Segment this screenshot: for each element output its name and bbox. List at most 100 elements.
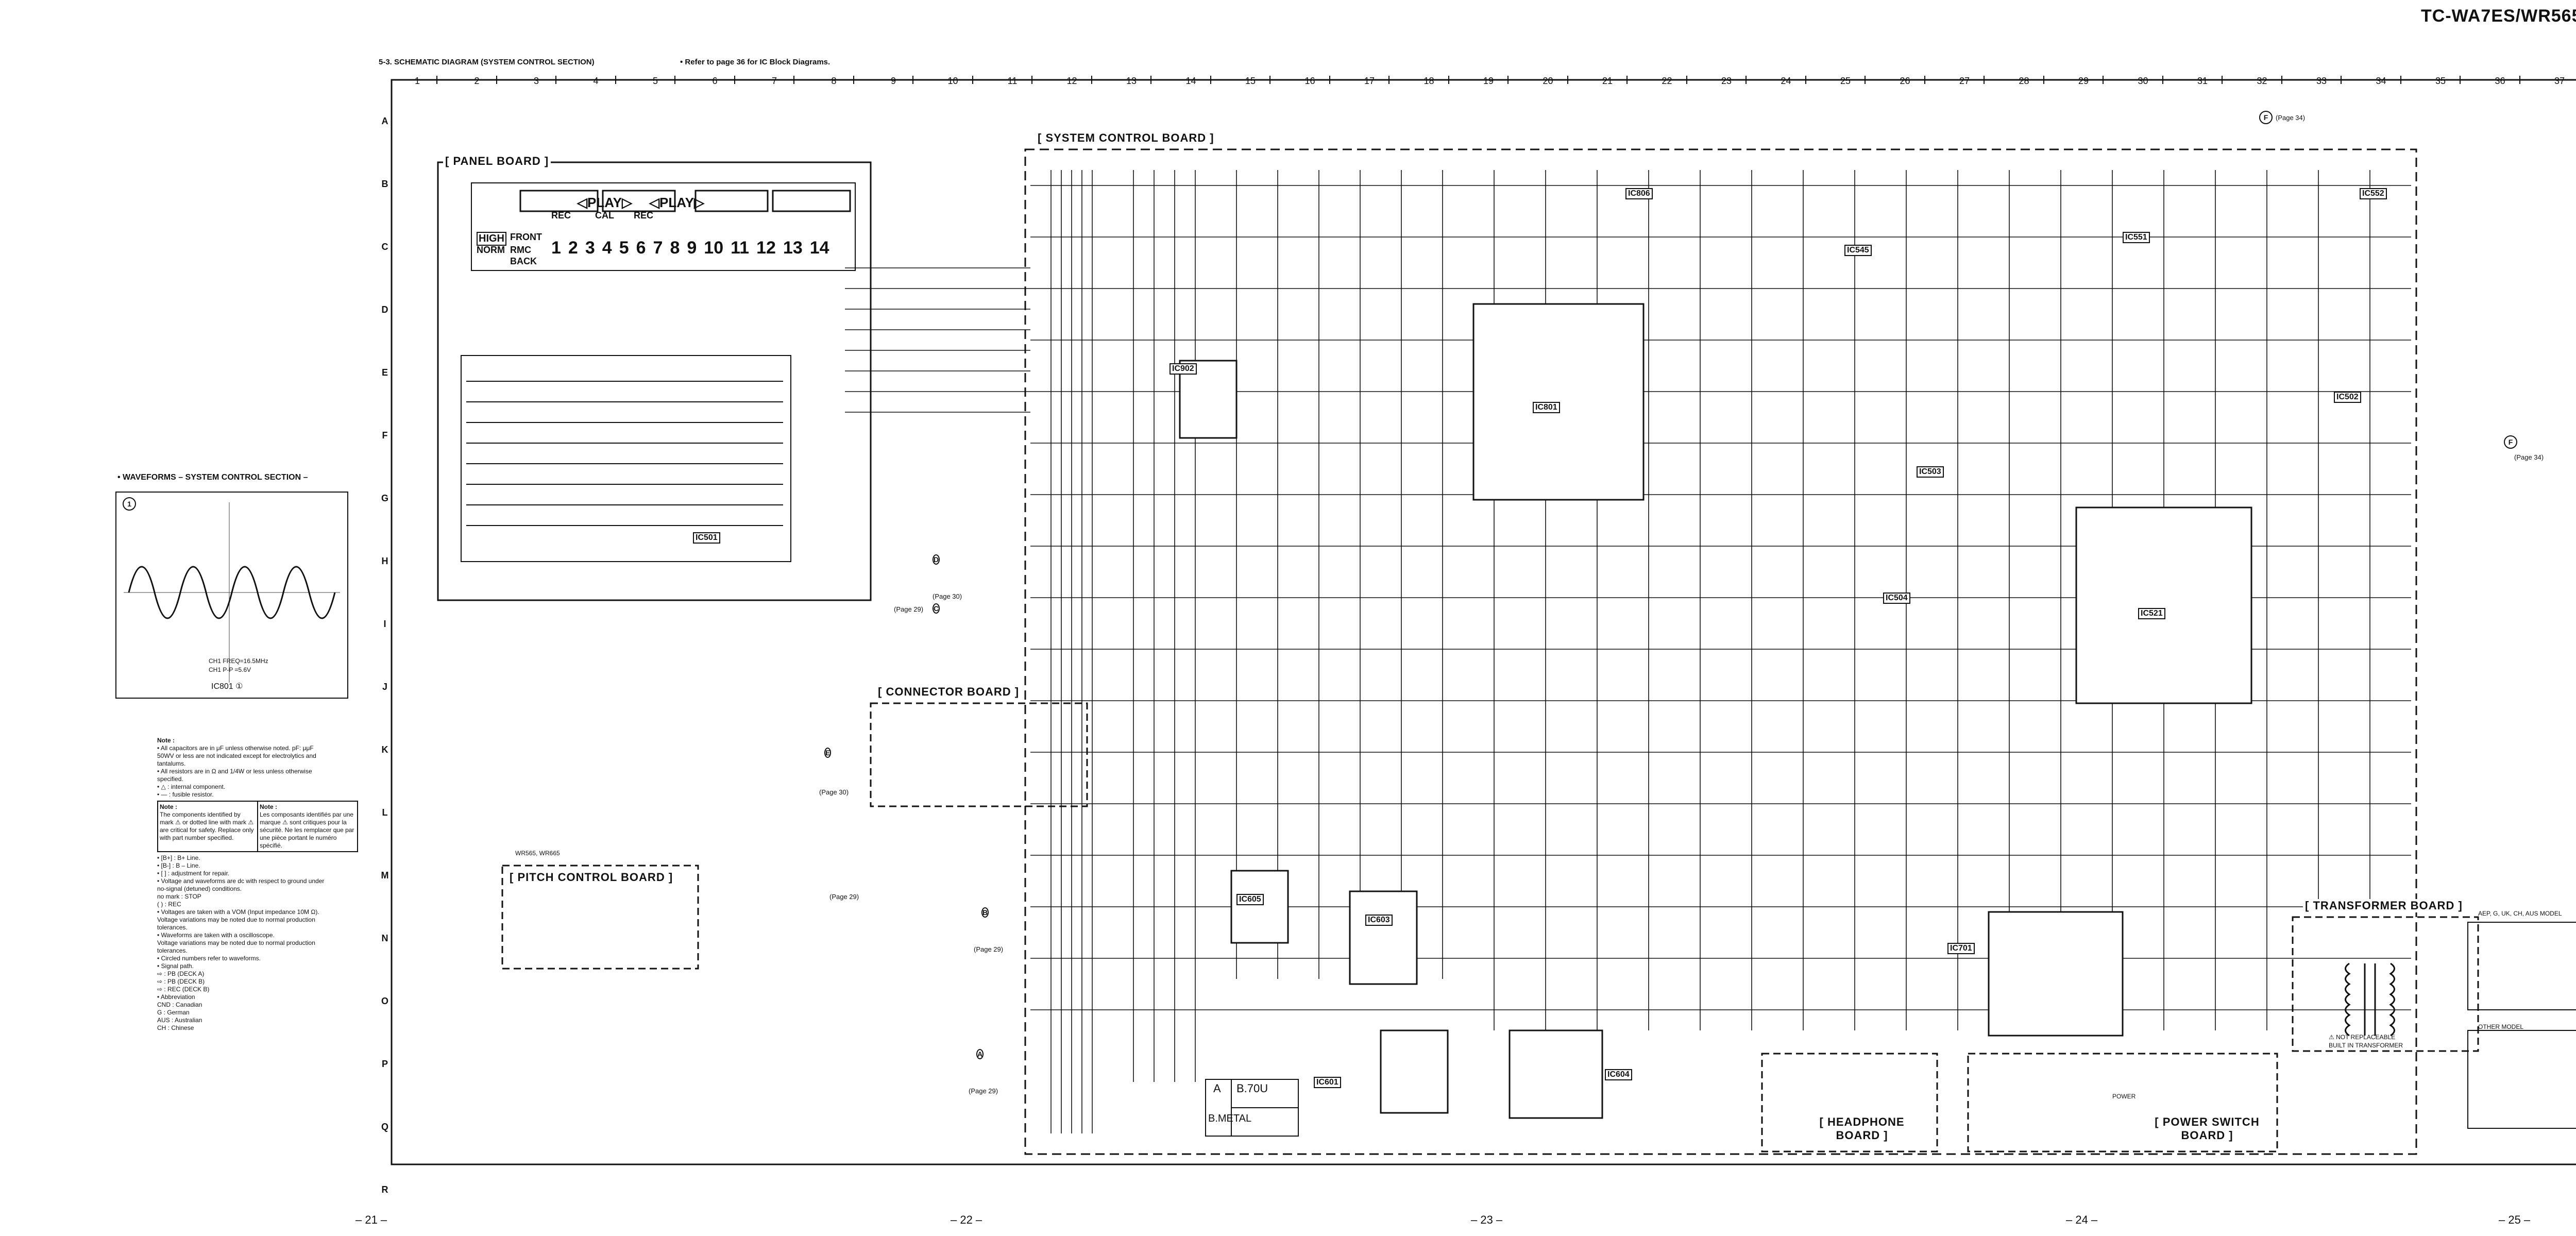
note-line: ⇨ : REC (DECK B) (157, 986, 210, 993)
connector-ref-a-page: (Page 29) (969, 1087, 998, 1095)
note-line: • Waveforms are taken with a oscilloscop… (157, 932, 275, 939)
column-number: 8 (831, 76, 837, 86)
display-track-number: 3 (585, 238, 595, 258)
model-title: TC-WA7ES/WR565/WR665S (2421, 6, 2576, 26)
wr565-label-panel: WR565, WR665 (515, 850, 560, 857)
note-line: CND : Canadian (157, 1001, 202, 1008)
transformer-board-title: [ TRANSFORMER BOARD ] (2303, 899, 2465, 912)
display-track-number: 12 (756, 238, 776, 258)
page-number-23: – 23 – (1471, 1213, 1503, 1226)
display-rec-b: REC (634, 210, 654, 221)
display-track-number: 2 (568, 238, 578, 258)
row-letter: G (381, 493, 388, 503)
safety-note-boxes: Note : The components identified by mark… (157, 801, 358, 852)
notes-lines: • All capacitors are in μF unless otherw… (157, 744, 358, 799)
note-line: ( ) : REC (157, 901, 181, 908)
notes-lines-2: • [B+] : B+ Line.• [B-] : B – Line.• [ ]… (157, 854, 358, 1032)
ic601-label: IC601 (1314, 1077, 1341, 1088)
note-line: Voltage variations may be noted due to n… (157, 939, 315, 946)
column-number: 3 (533, 76, 539, 86)
column-number: 7 (771, 76, 777, 86)
ic502-label: IC502 (2334, 392, 2361, 403)
display-track-number: 13 (783, 238, 803, 258)
column-number: 11 (1007, 76, 1018, 86)
row-letter: I (383, 619, 386, 629)
connector-ref-b: B (981, 907, 989, 918)
row-letter: K (381, 744, 388, 755)
note-line: • All resistors are in Ω and 1/4W or les… (157, 768, 312, 775)
column-tick (2162, 76, 2163, 84)
display-play-right: ◁PLAY▷ (649, 195, 704, 210)
display-track-number: 4 (602, 238, 612, 258)
column-number: 2 (474, 76, 480, 86)
ic604-label: IC604 (1605, 1069, 1632, 1080)
row-letter: O (381, 996, 388, 1006)
note-line: • Signal path. (157, 962, 194, 970)
column-number: 33 (2316, 76, 2327, 86)
row-letter: D (381, 304, 388, 315)
note-line: no-signal (detuned) conditions. (157, 885, 242, 892)
waveforms-title: • WAVEFORMS – SYSTEM CONTROL SECTION – (117, 473, 308, 482)
column-tick (2341, 76, 2342, 84)
display-front: FRONT (510, 232, 542, 242)
column-number: 1 (414, 76, 420, 86)
page-number-22: – 22 – (951, 1213, 982, 1226)
waveform-caption-1: CH1 FREQ=16.5MHz (209, 657, 268, 665)
row-letter: B (381, 179, 388, 189)
waveform-number: 1 (123, 497, 136, 511)
column-number: 15 (1245, 76, 1256, 86)
row-letter: Q (381, 1122, 388, 1132)
fuse-note: ⚠ NOT REPLACEABLE BUILT IN TRANSFORMER (2329, 1034, 2403, 1049)
page-number-25: – 25 – (2499, 1213, 2531, 1226)
column-tick (1507, 76, 1509, 84)
ic902-label: IC902 (1170, 363, 1197, 375)
column-number: 20 (1543, 76, 1553, 86)
display-high: HIGH (477, 232, 506, 246)
column-tick (793, 76, 794, 84)
display-play-left: ◁PLAY▷ (577, 195, 632, 210)
row-letter: H (381, 556, 388, 566)
display-track-number: 7 (653, 238, 663, 258)
column-tick (555, 76, 556, 84)
note-line: tolerances. (157, 947, 188, 954)
ic545-label: IC545 (1844, 245, 1872, 256)
column-number: 34 (2376, 76, 2386, 86)
note-line: tolerances. (157, 924, 188, 931)
column-tick (1745, 76, 1747, 84)
row-letter: J (382, 682, 387, 692)
headphone-board-title: [ HEADPHONE BOARD ] (1814, 1115, 1910, 1142)
note-line: • Voltage and waveforms are dc with resp… (157, 877, 325, 885)
connector-board-title: [ CONNECTOR BOARD ] (876, 685, 1022, 699)
connector-ref-c: C (933, 603, 940, 614)
column-tick (2103, 76, 2104, 84)
column-number: 12 (1066, 76, 1077, 86)
column-tick (1805, 76, 1806, 84)
note-line: • [ ] : adjustment for repair. (157, 870, 230, 877)
column-tick (1686, 76, 1687, 84)
power-switch-board-title: [ POWER SWITCH BOARD ] (2148, 1115, 2266, 1142)
notes-block: Note : • All capacitors are in μF unless… (157, 737, 358, 1032)
note-line: • △ : internal component. (157, 783, 226, 790)
column-number: 24 (1781, 76, 1791, 86)
column-tick (2460, 76, 2461, 84)
column-tick (1984, 76, 1985, 84)
display-track-number: 8 (670, 238, 680, 258)
column-tick (2400, 76, 2401, 84)
column-number: 19 (1483, 76, 1494, 86)
column-number: 17 (1364, 76, 1375, 86)
row-letter: C (381, 242, 388, 252)
display-norm: NORM (477, 245, 505, 255)
column-tick (1329, 76, 1330, 84)
column-number: 5 (652, 76, 658, 86)
column-number: 14 (1185, 76, 1196, 86)
ic701-label: IC701 (1947, 943, 1975, 954)
column-tick (2043, 76, 2044, 84)
note-line: • — : fusible resistor. (157, 791, 214, 798)
block-diagram-ref: • Refer to page 36 for IC Block Diagrams… (680, 58, 831, 66)
column-tick (1210, 76, 1211, 84)
note-line: Voltage variations may be noted due to n… (157, 916, 315, 923)
column-number: 21 (1602, 76, 1613, 86)
column-number: 27 (1959, 76, 1970, 86)
display-track-number: 11 (731, 238, 750, 258)
column-number: 25 (1840, 76, 1851, 86)
